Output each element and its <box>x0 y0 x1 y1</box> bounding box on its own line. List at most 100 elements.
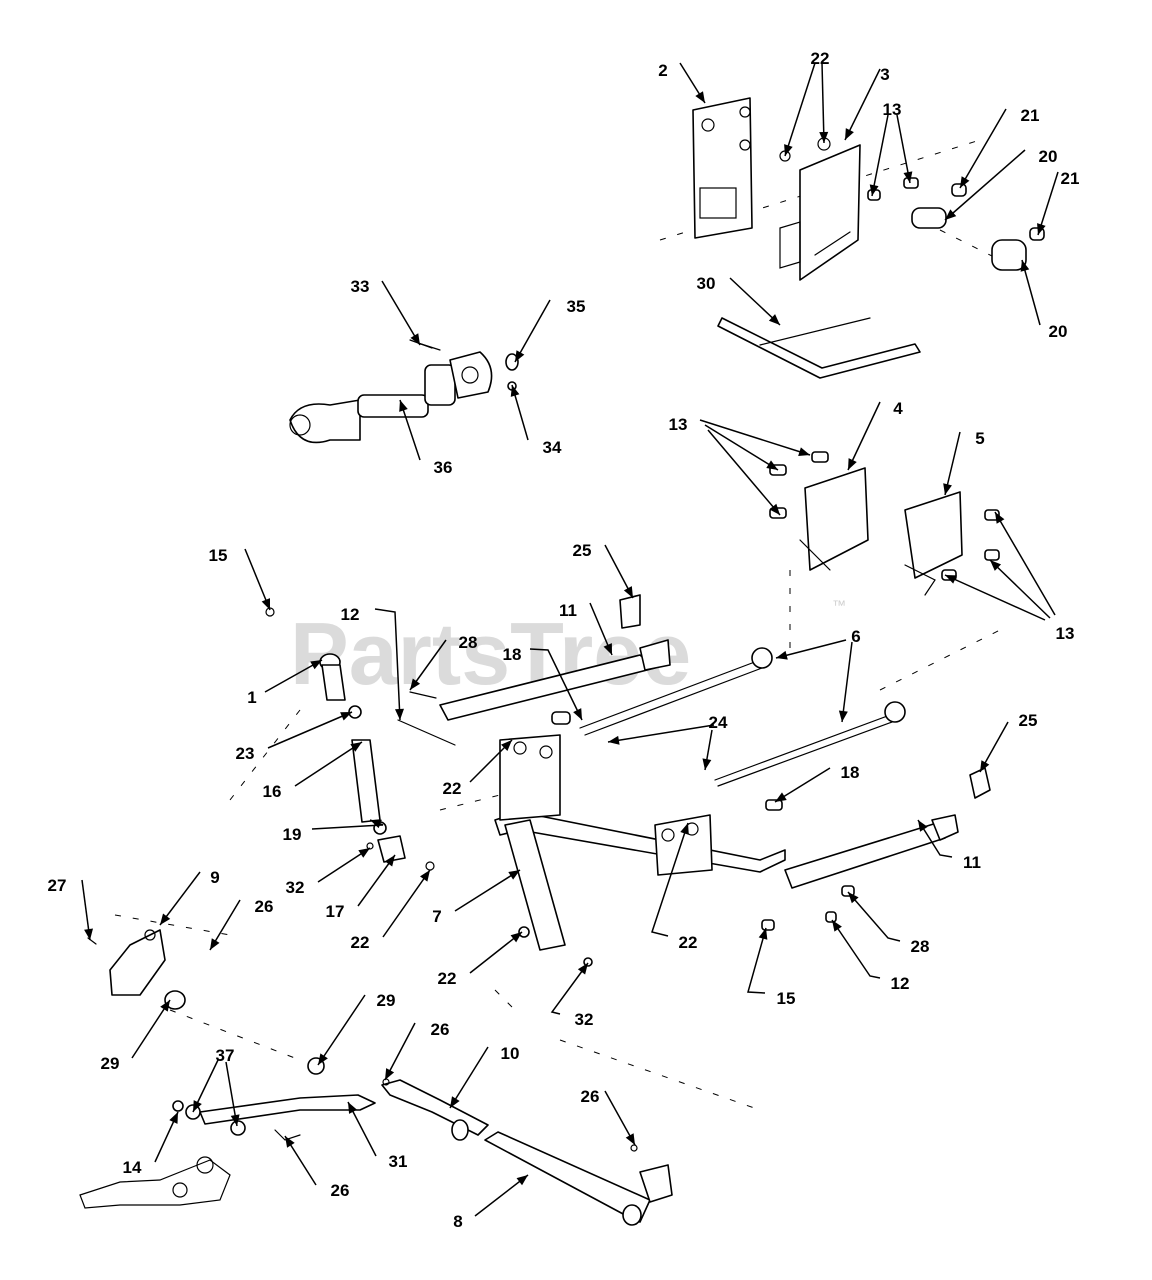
callout-arrowhead <box>1037 223 1046 235</box>
callout-arrowhead <box>608 735 620 745</box>
callout-arrowhead <box>384 855 395 867</box>
callout-label: 13 <box>1056 624 1075 643</box>
callout-leader-line <box>841 641 853 723</box>
linkage-left <box>265 607 456 871</box>
callout-label: 22 <box>438 969 457 988</box>
plate-part-4 <box>769 451 869 571</box>
callout-part-17: 17 <box>326 854 396 921</box>
callout-part-24: 24 <box>607 713 728 745</box>
callout-arrowhead <box>510 385 520 397</box>
callout-part-26: 26 <box>581 1087 636 1146</box>
callout-arrowhead <box>340 712 352 721</box>
arm-part-11-upper <box>439 594 671 721</box>
callout-label: 30 <box>697 274 716 293</box>
callout-part-29: 29 <box>317 991 395 1066</box>
callout-part-13 <box>989 559 1051 619</box>
callout-part-15: 15 <box>209 546 271 611</box>
callout-leader-line <box>847 401 881 471</box>
callout-arrowhead <box>348 1102 358 1114</box>
callout-part-11: 11 <box>917 819 981 872</box>
callout-label: 11 <box>963 853 981 872</box>
callout-part-20: 20 <box>1020 259 1068 341</box>
arm-part-11-lower <box>784 814 959 889</box>
callout-leader-line <box>944 149 1026 221</box>
callout-arrowhead <box>848 458 857 470</box>
tierod-part-6 <box>579 647 906 787</box>
watermark-tm: ™ <box>832 597 846 613</box>
driveshaft-part-36 <box>289 339 493 444</box>
callout-part-26: 26 <box>284 1135 350 1200</box>
callout-part-30: 30 <box>697 274 781 326</box>
callout-label: 26 <box>431 1020 450 1039</box>
callout-part-37: 37 <box>192 1046 234 1113</box>
callout-part-37 <box>225 1061 240 1127</box>
callout-arrowhead <box>385 1068 395 1080</box>
callout-leader-line <box>449 1046 489 1109</box>
callout-label: 5 <box>975 429 984 448</box>
callout-part-29: 29 <box>101 999 171 1073</box>
callout-arrowhead <box>450 1096 460 1108</box>
callout-label: 36 <box>434 458 453 477</box>
callout-label: 21 <box>1021 106 1040 125</box>
callout-label: 18 <box>503 645 522 664</box>
plate-part-3 <box>779 137 861 281</box>
callout-part-18: 18 <box>774 763 860 803</box>
callout-arrowhead <box>625 1133 635 1145</box>
callout-part-32: 32 <box>286 847 371 897</box>
callout-label: 8 <box>453 1212 462 1231</box>
callout-leader-line <box>317 994 366 1066</box>
callout-arrowhead <box>960 176 970 188</box>
callout-arrowhead <box>845 128 854 140</box>
callout-arrowhead <box>766 460 778 470</box>
callout-arrowhead <box>623 586 633 598</box>
callout-leader-line <box>294 741 363 787</box>
callout-arrowhead <box>193 1100 202 1112</box>
callout-part-26: 26 <box>384 1020 450 1081</box>
callout-arrowhead <box>776 650 788 660</box>
callout-arrowhead <box>869 184 879 196</box>
callout-part-12: 12 <box>341 605 404 721</box>
callout-arrowhead <box>394 708 404 720</box>
callout-leader-line <box>382 869 431 938</box>
callout-leader-line <box>474 1174 529 1217</box>
callout-label: 22 <box>443 779 462 798</box>
callout-label: 12 <box>341 605 360 624</box>
callout-part-15: 15 <box>747 927 796 1008</box>
bolts-part-13-upper <box>867 177 919 201</box>
callout-part-23: 23 <box>236 711 353 763</box>
callout-part-4: 4 <box>847 399 903 471</box>
callout-leader-line <box>994 511 1056 616</box>
bushings-part-20-21 <box>911 183 1045 271</box>
callout-arrowhead <box>838 710 848 722</box>
callout-label: 27 <box>48 876 67 895</box>
callout-leader-line <box>959 108 1007 189</box>
callout-label: 20 <box>1049 322 1068 341</box>
callout-part-10: 10 <box>449 1044 519 1109</box>
callout-label: 4 <box>893 399 903 418</box>
callout-part-13: 13 <box>994 511 1075 643</box>
plate-part-2 <box>692 97 753 239</box>
callout-label: 18 <box>841 763 860 782</box>
callout-label: 26 <box>331 1181 350 1200</box>
callout-leader-line <box>514 299 551 363</box>
arm-part-10 <box>381 1078 489 1141</box>
callout-arrowhead <box>768 314 780 325</box>
callout-label: 34 <box>543 438 562 457</box>
callout-label: 19 <box>283 825 302 844</box>
callout-leader-line <box>944 574 1046 621</box>
callout-label: 15 <box>777 989 796 1008</box>
callout-arrowhead <box>758 928 768 940</box>
callout-label: 15 <box>209 546 228 565</box>
callout-label: 9 <box>210 868 219 887</box>
callout-label: 17 <box>326 902 345 921</box>
callout-arrowhead <box>261 598 270 610</box>
callout-part-13: 13 <box>869 100 901 197</box>
callout-leader-line <box>775 639 847 659</box>
callout-label: 7 <box>432 907 441 926</box>
callout-part-11: 11 <box>559 601 613 656</box>
callout-label: 21 <box>1061 169 1080 188</box>
callout-part-18: 18 <box>503 645 583 721</box>
callout-part-34: 34 <box>510 384 562 457</box>
callout-arrowhead <box>350 742 362 752</box>
callout-label: 3 <box>880 65 889 84</box>
